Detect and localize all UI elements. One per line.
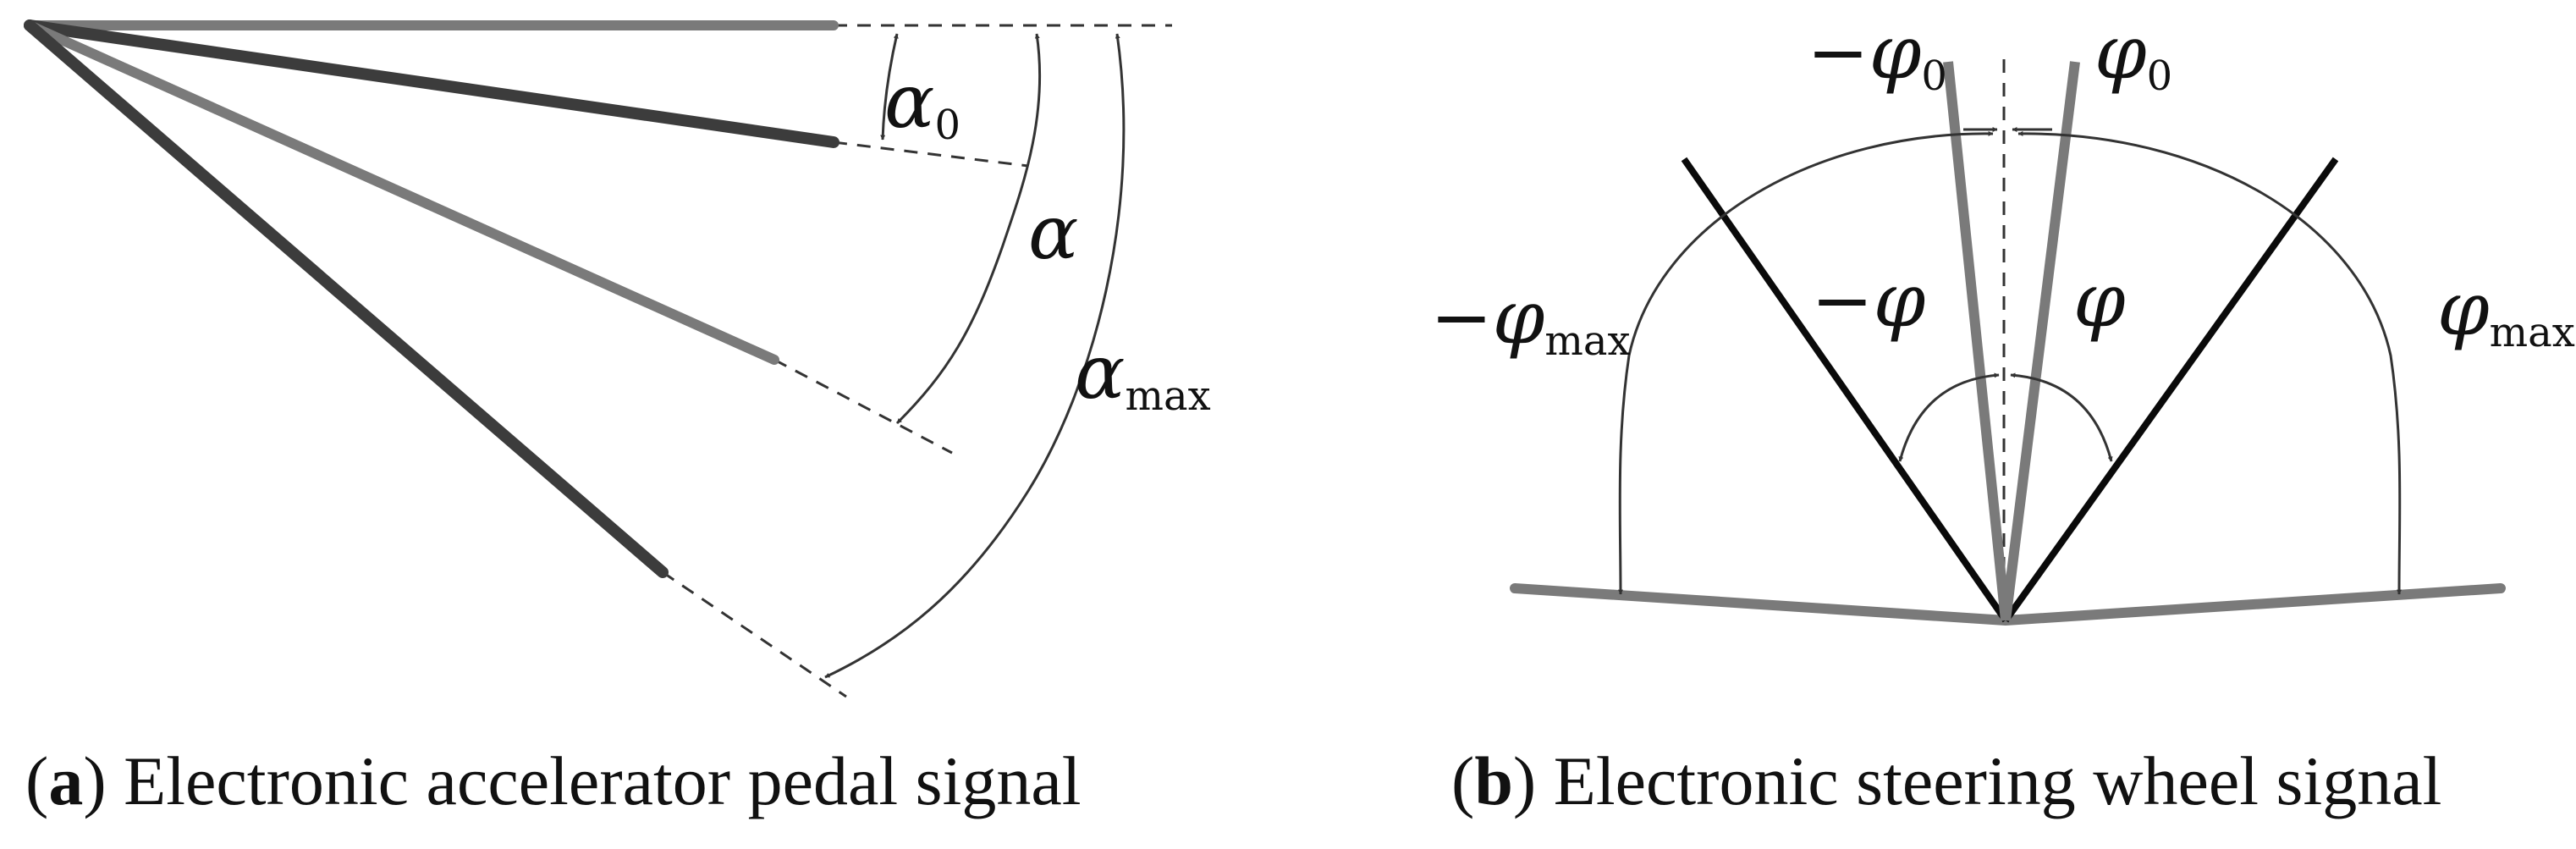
pedal-line-alpha0 xyxy=(24,19,839,148)
a-alpha-dashed-line xyxy=(773,358,953,455)
steer-line-neg-max xyxy=(1681,157,2009,623)
caption-a: (a) Electronic accelerator pedal signal xyxy=(25,742,1082,819)
pedal-line-alpha xyxy=(25,20,779,365)
pedal-line-alphamax xyxy=(24,19,669,578)
caption-a-text: Electronic accelerator pedal signal xyxy=(124,742,1082,819)
caption-b-letter: b xyxy=(1474,742,1513,819)
label-neg-phimax: −φmax xyxy=(1430,273,1631,365)
label-alphamax: αmax xyxy=(1075,328,1211,420)
label-alpha0: α0 xyxy=(884,58,960,149)
label-neg-phi0: −φ0 xyxy=(1807,8,1947,100)
label-phimax: φmax xyxy=(2437,265,2575,356)
steer-line-neg-phi0 xyxy=(1943,61,2011,621)
label-phi0: φ0 xyxy=(2094,8,2172,100)
caption-a-letter: a xyxy=(48,742,84,819)
a-alphamax-dashed-line xyxy=(662,571,847,698)
panel-a: α0 α αmax xyxy=(24,19,1211,698)
label-neg-phi: −φ xyxy=(1811,256,1926,344)
pos-phimax-arrow xyxy=(2017,130,2403,595)
alphamax-arrow xyxy=(824,33,1126,679)
neg-phimax-arrow xyxy=(1617,130,1994,595)
caption-b: (b) Electronic steering wheel signal xyxy=(1451,742,2442,819)
label-alpha: α xyxy=(1028,189,1078,276)
label-phi: φ xyxy=(2073,256,2126,344)
a-alpha0-dashed-line xyxy=(833,141,1029,168)
caption-b-text: Electronic steering wheel signal xyxy=(1553,742,2442,819)
panel-b: −φ0 φ0 −φ φ −φmax φmax xyxy=(1430,8,2575,626)
